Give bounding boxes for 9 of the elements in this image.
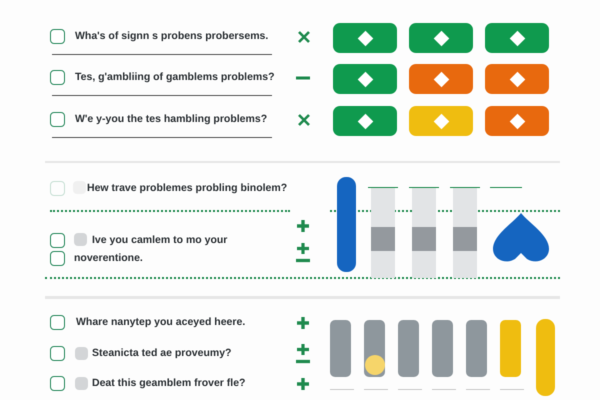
question-text: Hew trave problemes probling binolem? xyxy=(87,181,288,196)
question-text: noverentione. xyxy=(74,251,143,266)
question-text: Whare nanytep you aceyed heere. xyxy=(76,315,246,330)
question-text: Wha's of signn s probens probersems. xyxy=(75,29,268,44)
question-text: W'e y-you the tes hambling problems? xyxy=(75,112,268,127)
question-text: Deat this geamblem frover fle? xyxy=(92,376,246,391)
question-text: Ive you camlem to mo your xyxy=(92,233,228,248)
question-text: Tes, g'ambliing of gamblems problems? xyxy=(75,70,274,85)
question-text: Steanicta ted ae proveumy? xyxy=(92,346,232,361)
